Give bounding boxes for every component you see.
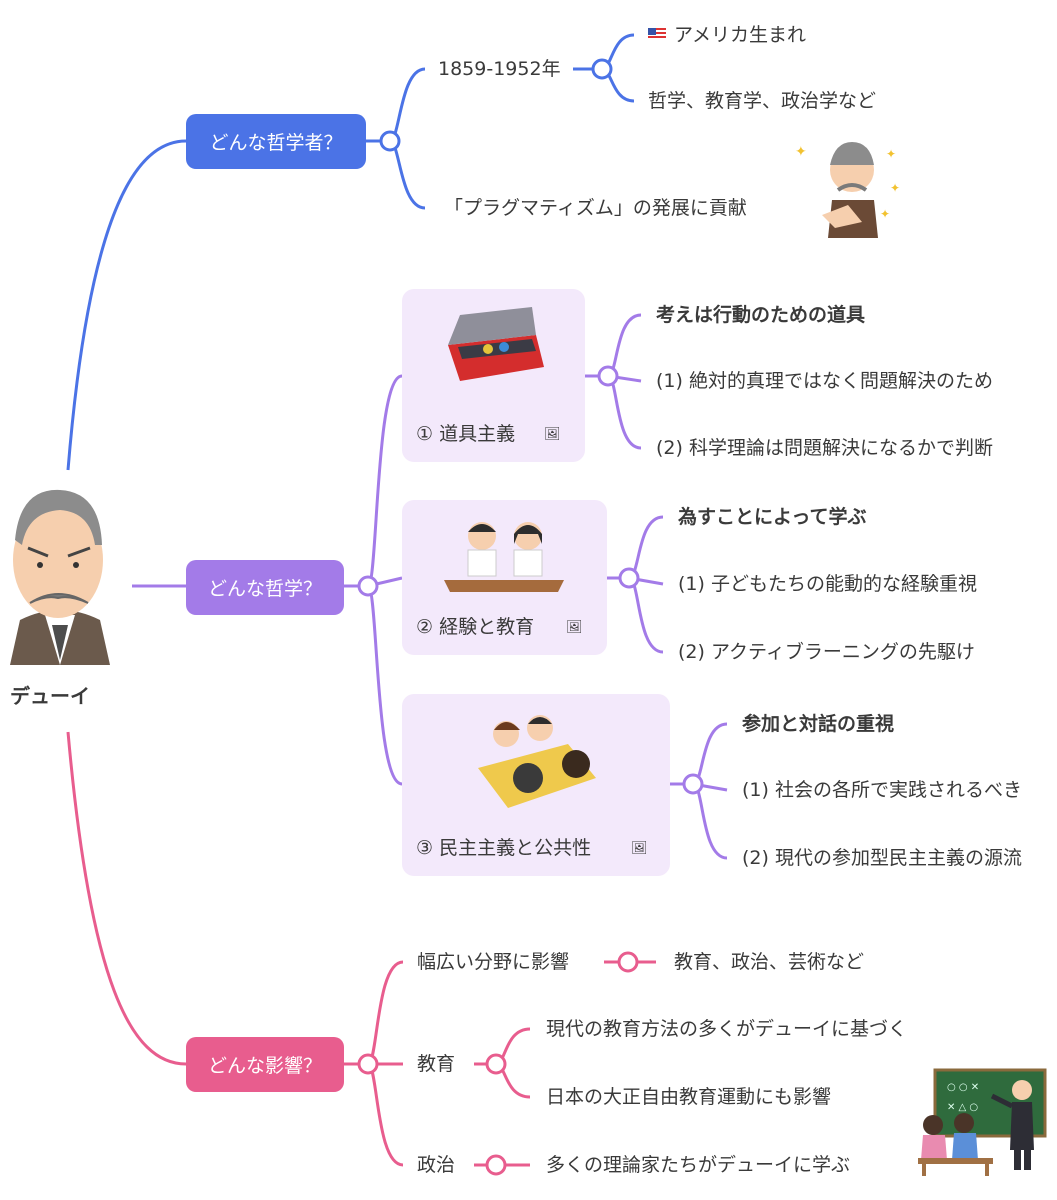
node-years[interactable]: 1859-1952年: [438, 58, 561, 80]
connector-b3-wide: [366, 960, 404, 1066]
topic-point[interactable]: (1) 絶対的真理ではなく問題解決のため: [656, 370, 993, 392]
node-politics[interactable]: 政治: [417, 1154, 456, 1176]
image-icon[interactable]: 🖼: [544, 427, 561, 442]
node-education-point[interactable]: 現代の教育方法の多くがデューイに基づく: [546, 1018, 908, 1040]
branch-node-philosopher[interactable]: どんな哲学者？: [186, 114, 366, 169]
collapse-toggle-branch2[interactable]: [357, 575, 379, 597]
topic-card-title: ① 道具主義: [416, 423, 516, 445]
connector-card3-point2: [692, 782, 728, 860]
topic-point[interactable]: (2) 科学理論は問題解決になるかで判断: [656, 437, 993, 459]
image-icon[interactable]: 🖼: [566, 620, 583, 635]
collapse-toggle-branch3[interactable]: [357, 1053, 379, 1075]
collapse-toggle-years[interactable]: [591, 58, 613, 80]
collapse-toggle-branch1[interactable]: [379, 130, 401, 152]
node-wide-influence[interactable]: 幅広い分野に影響: [417, 951, 570, 973]
collapse-toggle-card3[interactable]: [682, 773, 704, 795]
collapse-toggle-card1[interactable]: [597, 365, 619, 387]
node-birth-label: アメリカ生まれ: [674, 24, 807, 46]
topic-heading-instrumentalism[interactable]: 考えは行動のための道具: [656, 304, 866, 326]
node-wide-detail[interactable]: 教育、政治、芸術など: [674, 951, 865, 973]
topic-heading-experience[interactable]: 為すことによって学ぶ: [678, 506, 867, 528]
dewey-pose-illustration: ✦ ✦ ✦ ✦: [795, 142, 900, 238]
toolbox-illustration: [448, 307, 544, 381]
discussion-group-illustration: [478, 715, 596, 808]
node-politics-detail[interactable]: 多くの理論家たちがデューイに学ぶ: [546, 1154, 851, 1176]
topic-card-title: ③ 民主主義と公共性: [416, 837, 592, 859]
connector-card2-point2: [628, 576, 664, 654]
node-fields[interactable]: 哲学、教育学、政治学など: [648, 90, 877, 112]
us-flag-icon: [648, 28, 666, 40]
svg-text:✦: ✦: [795, 144, 807, 160]
svg-text:✕ △ ○: ✕ △ ○: [947, 1102, 978, 1113]
collapse-toggle-education[interactable]: [485, 1053, 507, 1075]
collapse-toggle-wide[interactable]: [617, 951, 639, 973]
collapse-toggle-politics[interactable]: [485, 1154, 507, 1176]
node-contribution[interactable]: 「プラグマティズム」の発展に貢献: [444, 197, 747, 219]
topic-card-experience[interactable]: ② 経験と教育 🖼: [402, 500, 607, 655]
students-illustration: [444, 522, 564, 592]
connector-root-branch1: [66, 139, 187, 471]
topic-point[interactable]: (1) 社会の各所で実践されるべき: [742, 779, 1022, 801]
topic-card-democracy[interactable]: ③ 民主主義と公共性 🖼: [402, 694, 670, 876]
topic-card-title: ② 経験と教育: [416, 616, 535, 638]
svg-text:✦: ✦: [886, 147, 896, 161]
node-birth[interactable]: アメリカ生まれ: [648, 23, 806, 47]
topic-point[interactable]: (2) アクティブラーニングの先駆け: [678, 641, 975, 663]
collapse-toggle-card2[interactable]: [618, 567, 640, 589]
svg-text:✦: ✦: [880, 207, 890, 221]
topic-point[interactable]: (1) 子どもたちの能動的な経験重視: [678, 573, 977, 595]
topic-heading-democracy[interactable]: 参加と対話の重視: [742, 713, 895, 735]
svg-text:✦: ✦: [890, 181, 900, 195]
root-node-name[interactable]: デューイ: [10, 684, 90, 708]
connector-b1-years: [389, 67, 426, 143]
topic-point[interactable]: (2) 現代の参加型民主主義の源流: [742, 847, 1022, 869]
connector-card1-point2: [607, 374, 642, 450]
image-icon[interactable]: 🖼: [631, 841, 648, 856]
node-education[interactable]: 教育: [417, 1053, 456, 1075]
branch-node-philosophy[interactable]: どんな哲学？: [186, 560, 344, 615]
connector-b2-card3: [366, 584, 403, 786]
classroom-teacher-illustration: ○ ○ ✕ ✕ △ ○: [918, 1068, 1047, 1176]
dewey-portrait-illustration: [10, 489, 110, 665]
connector-b1-contribution: [389, 139, 426, 210]
connector-root-branch3: [66, 731, 187, 1066]
topic-card-instrumentalism[interactable]: ① 道具主義 🖼: [402, 289, 585, 462]
node-education-point[interactable]: 日本の大正自由教育運動にも影響: [546, 1086, 832, 1108]
branch-node-influence[interactable]: どんな影響？: [186, 1037, 344, 1092]
connector-b2-card1: [366, 374, 403, 588]
svg-text:○ ○ ✕: ○ ○ ✕: [947, 1082, 979, 1093]
connector-b3-politics: [366, 1062, 404, 1167]
